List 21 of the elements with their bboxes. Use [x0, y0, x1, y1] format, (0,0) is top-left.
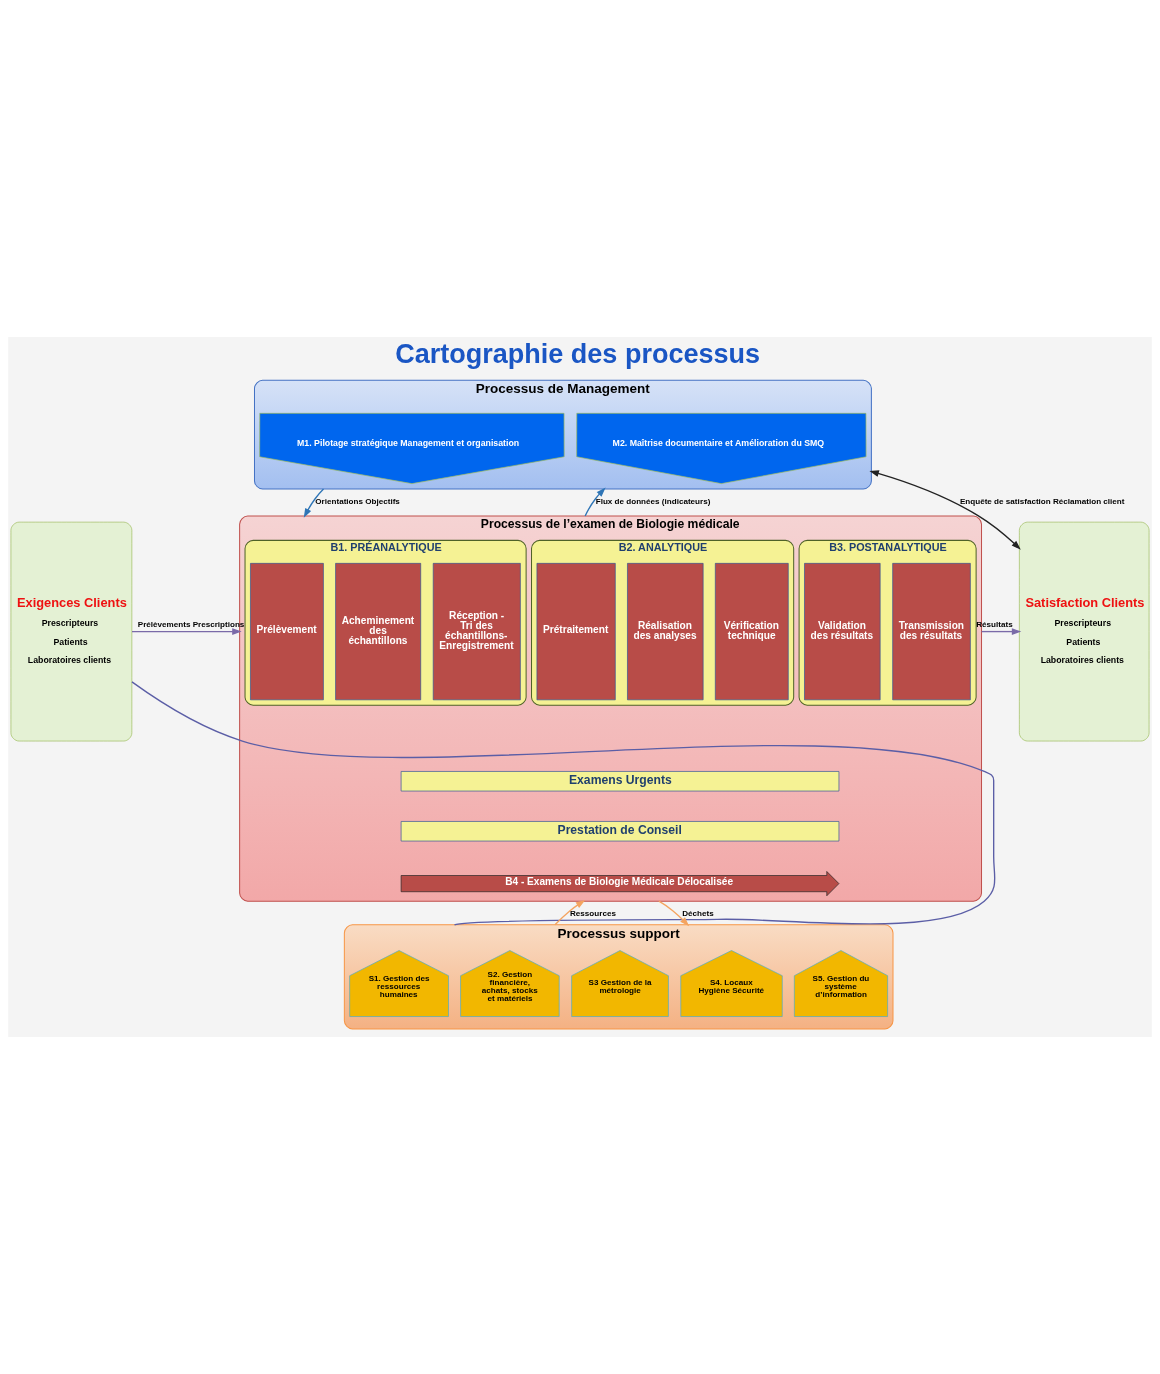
arrow: [554, 900, 586, 926]
node-box: Prétraitement: [536, 563, 616, 701]
connector: [131, 681, 996, 926]
arrow: [658, 900, 690, 927]
node-box: Prestation de Conseil: [400, 821, 840, 842]
node-box: Prélèvement: [250, 563, 324, 701]
arrow: [303, 488, 325, 518]
node-box: Acheminement des échantillons: [335, 563, 422, 701]
node-box: Réalisation des analyses: [627, 563, 704, 701]
node-box: Exigences Clients Prescripteurs Patients Laboratoires clients: [10, 521, 133, 742]
node-box: Validation des résultats: [804, 563, 881, 701]
diagram-title: Cartographie des processus: [395, 339, 761, 370]
node-box: Transmission des résultats: [892, 563, 971, 701]
arrow: [131, 628, 242, 635]
arrow: [980, 628, 1022, 635]
node-box: Réception - Tri des échantillons- Enregistrement: [432, 563, 521, 701]
node-box: Vérification technique: [714, 563, 789, 701]
node-box: Satisfaction Clients Prescripteurs Patients Laboratoires clients: [1019, 521, 1150, 742]
arrow: [584, 487, 606, 517]
arrow: [869, 470, 1021, 550]
node-box: Examens Urgents: [400, 771, 840, 792]
